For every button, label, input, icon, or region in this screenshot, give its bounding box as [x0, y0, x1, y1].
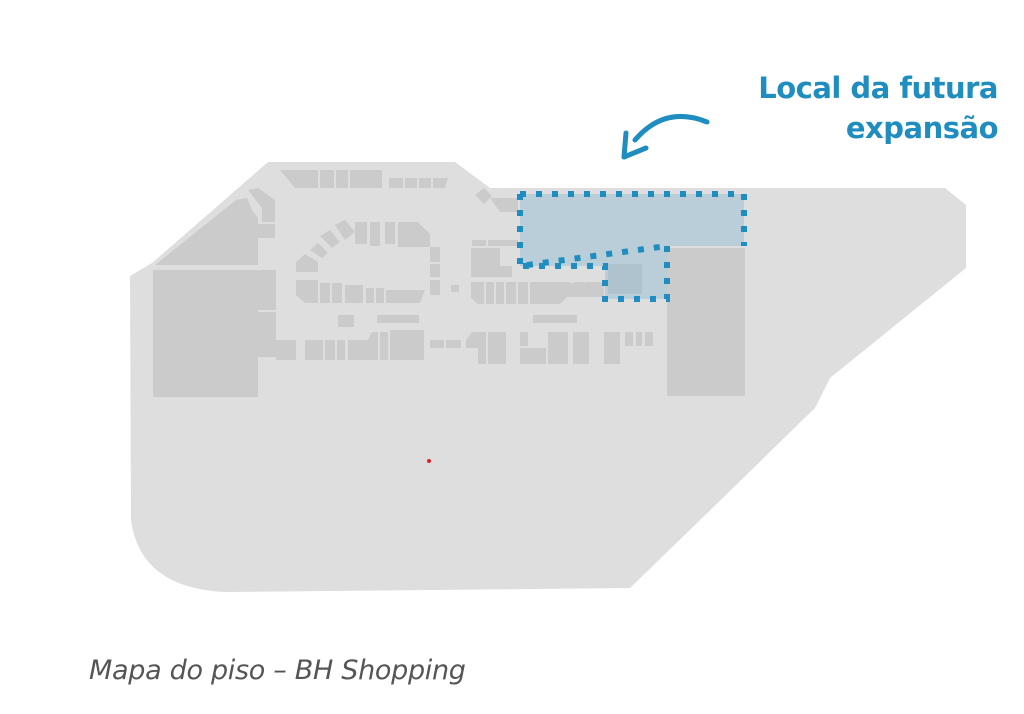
expansion-area[interactable] [517, 191, 747, 302]
arrow-icon [621, 113, 710, 160]
expansion-callout: Local da futura expansão [758, 68, 998, 148]
floor-outline [130, 162, 966, 592]
stores [153, 170, 745, 397]
callout-line-1: Local da futura [758, 71, 998, 105]
callout-line-2: expansão [845, 111, 999, 145]
map-caption: Mapa do piso – BH Shopping [89, 655, 466, 686]
location-marker [427, 459, 431, 463]
